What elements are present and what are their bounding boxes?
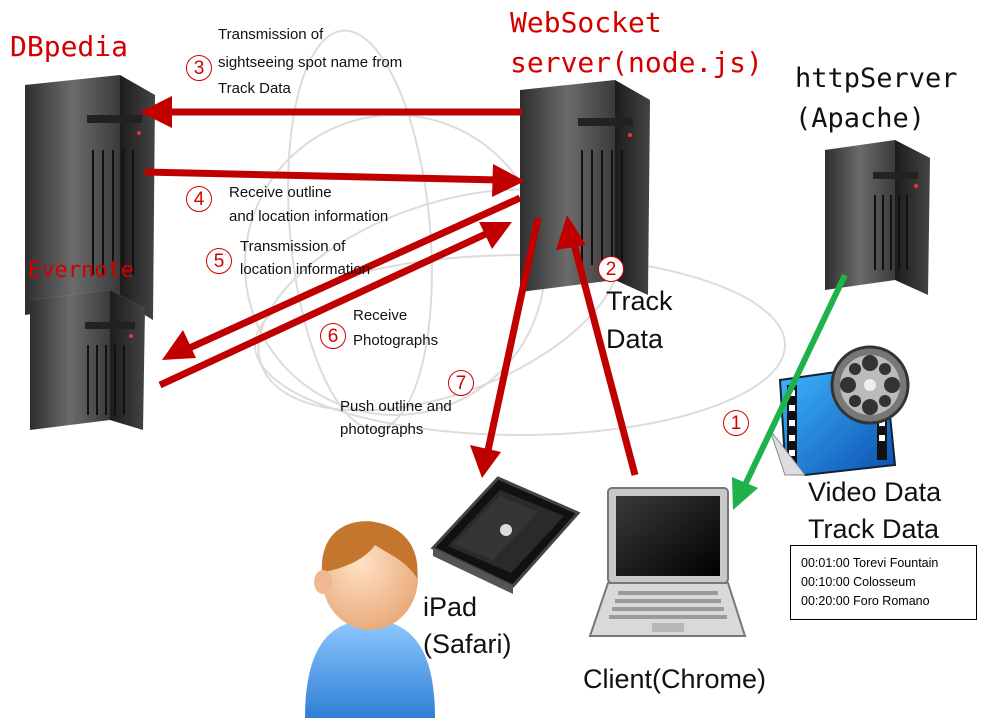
httpserver-label-line1: httpServer [795, 63, 958, 94]
server-dbpedia [25, 75, 155, 320]
arrow-step-7-head [470, 445, 501, 478]
server-websocket [520, 80, 650, 295]
arrow-step-4 [144, 168, 501, 184]
client-label: Client(Chrome) [583, 664, 767, 694]
server-httpserver [825, 140, 930, 295]
track-data-label: Track Data [808, 514, 940, 544]
ipad-label-line1: iPad [423, 592, 478, 622]
arrow-step-1 [742, 273, 848, 487]
step-7-text-line2: photographs [340, 421, 424, 438]
step-number-1: 1 [723, 410, 749, 436]
track-data-table: 00:01:00 Torevi Fountain 00:10:00 Coloss… [790, 545, 977, 620]
arrow-step-7 [483, 217, 542, 456]
step-number-5: 5 [206, 248, 232, 274]
track-entry: 00:01:00 Torevi Fountain [801, 556, 939, 570]
video-data-label: Video Data [808, 477, 942, 507]
step-4-text-line2: and location information [229, 208, 389, 225]
arrows [140, 96, 848, 510]
step-number-7: 7 [448, 370, 474, 396]
arrow-step-6-head [479, 222, 512, 249]
step-5-text-line1: Transmission of [240, 238, 346, 255]
server-evernote [30, 290, 145, 430]
step-number-4: 4 [186, 186, 212, 212]
step-number-3: 3 [186, 55, 212, 81]
laptop-icon [588, 487, 747, 637]
arrow-step-2 [569, 239, 639, 476]
user-icon [305, 521, 435, 718]
step-7-text-line1: Push outline and [340, 398, 452, 415]
arrow-step-4-head [492, 164, 525, 197]
websocket-label-line2: server(node.js) [510, 46, 763, 79]
step-2-text-line2: Data [606, 324, 664, 354]
websocket-label-line1: WebSocket [510, 6, 662, 39]
step-3-text-line3: Track Data [218, 80, 291, 97]
track-entry: 00:10:00 Colosseum [801, 575, 916, 589]
step-6-text-line2: Photographs [353, 332, 439, 349]
arrow-step-2-head [556, 215, 586, 250]
arrow-step-5 [183, 194, 522, 354]
arrow-step-5-head [162, 330, 196, 360]
step-3-text-line1: Transmission of [218, 26, 324, 43]
evernote-label: Evernote [28, 258, 134, 283]
ipad-icon [430, 476, 581, 594]
httpserver-label-line2: (Apache) [795, 103, 926, 134]
film-reel-icon [769, 345, 910, 477]
step-5-text-line2: location information [240, 261, 371, 278]
ipad-label-line2: (Safari) [423, 629, 512, 659]
track-entry: 00:20:00 Foro Romano [801, 594, 930, 608]
step-3-text-line2: sightseeing spot name from [218, 54, 403, 71]
arrow-step-1-head [732, 477, 758, 510]
step-number-2: 2 [598, 256, 624, 282]
step-2-text-line1: Track [606, 286, 673, 316]
step-number-6: 6 [320, 323, 346, 349]
step-6-text-line1: Receive [353, 307, 408, 324]
arrow-step-6 [158, 228, 492, 389]
dbpedia-label: DBpedia [10, 30, 129, 63]
step-4-text-line1: Receive outline [229, 184, 332, 201]
arrow-step-3-head [140, 96, 172, 128]
